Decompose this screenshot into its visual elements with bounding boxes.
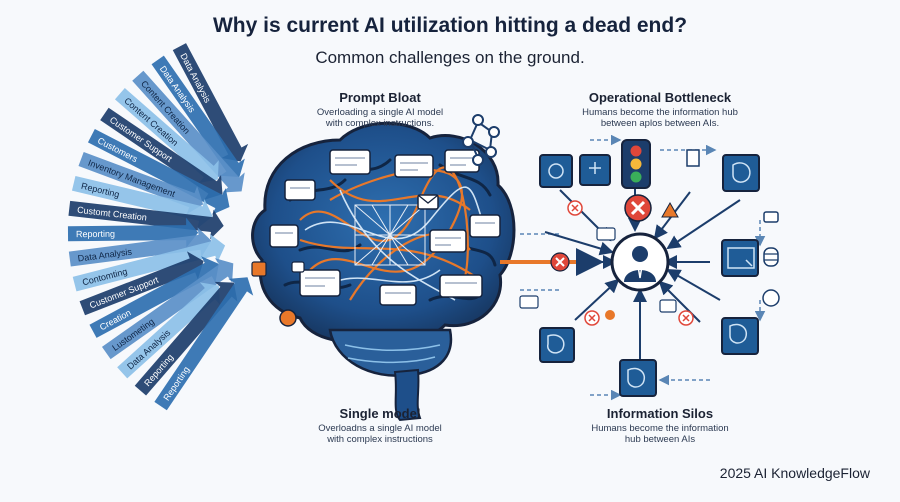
blocked-small-icons [550,200,694,326]
operational-bottleneck-desc-1: Humans become the information hub [582,107,738,118]
information-silos-title: Information Silos [606,406,714,421]
prompt-bloat-desc-1: Overloading a single AI model [316,107,444,118]
task-arrow-body [100,107,223,200]
task-arrow-body [101,258,234,360]
operational-network [519,134,780,401]
task-arrow-body [89,256,219,338]
task-arrow-body [132,70,245,193]
task-arrow-body [172,43,249,162]
single-model-title: Single model [339,406,421,421]
warning-icon [661,201,679,218]
blocked-icon [624,194,652,222]
task-arrow-body [72,233,226,292]
person-hub-icon [610,232,670,292]
single-model-desc-1: Overloadns a single AI model [318,423,442,434]
page-title: Why is current AI utilization hitting a … [212,14,688,37]
prompt-bloat-title: Prompt Bloat [339,90,421,105]
task-arrow-body [117,282,220,379]
task-arrow-body [68,200,224,240]
operational-bottleneck-desc-2: between aplos between AIs. [600,118,720,129]
task-arrow-body [134,281,238,396]
footer-credit: 2025 AI KnowledgeFlow [719,465,870,481]
task-arrow: Data Analysis [68,227,212,267]
information-silos-desc-1: Humans become the information [591,423,729,434]
task-arrow-body [151,55,245,178]
task-arrow: Customt Creation [68,200,224,240]
task-arrow-body [78,151,204,215]
task-arrow-body [68,227,212,267]
task-arrow-body [154,277,254,411]
brain-illustration [251,121,516,422]
network-molecule-icon [462,114,500,166]
traffic-light-icon [621,139,651,189]
prompt-bloat-desc-2: with complex instructions. [325,118,435,129]
task-arrow-body [79,251,204,316]
task-arrow-body [114,88,219,183]
single-model-desc-2: with complex instructions [327,434,433,445]
operational-bottleneck-title: Operational Bottleneck [588,90,732,105]
page-subtitle: Common challenges on the ground. [315,48,585,67]
information-silos-desc-2: hub between AIs [624,434,696,445]
task-arrow-label: Reporting [76,229,115,239]
